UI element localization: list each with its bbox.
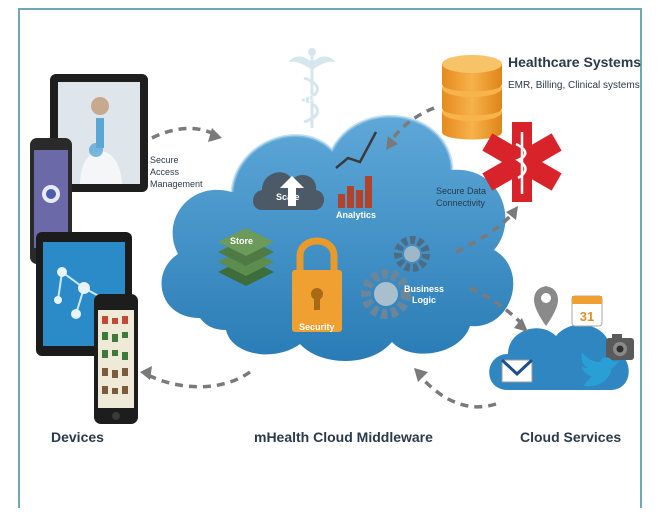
scale-label: Scale	[276, 192, 300, 202]
devices-caption: Devices	[51, 429, 104, 445]
calendar-icon: 31	[571, 295, 603, 327]
middleware-caption: mHealth Cloud Middleware	[254, 429, 433, 445]
arrow-devices-to-cloud	[151, 126, 215, 140]
star-of-life-icon	[482, 122, 562, 202]
flow-arrows	[149, 106, 522, 409]
tablet-doctor-device	[50, 74, 148, 192]
arrow-cloud-to-services	[469, 286, 522, 324]
analytics-label: Analytics	[336, 210, 376, 220]
security-label: Security	[299, 322, 335, 332]
analytics-icon: Analytics	[335, 131, 378, 220]
business-logic-label-2: Logic	[412, 295, 436, 305]
secure-access-label-2: Access	[150, 167, 180, 177]
business-logic-label-1: Business	[404, 284, 444, 294]
security-padlock-icon: Security	[292, 237, 342, 332]
store-label: Store	[230, 236, 253, 246]
smartphone-app-device	[94, 294, 138, 424]
secure-data-label-2: Connectivity	[436, 198, 486, 208]
cloud-services-caption: Cloud Services	[520, 429, 621, 445]
arrowhead-devices-to-cloud	[208, 128, 222, 142]
database-icon	[442, 55, 502, 140]
hipaa-caduceus-icon: HIPAA	[288, 48, 336, 128]
scale-icon: Scale	[253, 172, 325, 210]
mail-icon	[500, 358, 534, 383]
arrow-cloud-to-healthcare	[455, 212, 514, 254]
healthcare-systems-title: Healthcare Systems	[508, 54, 641, 70]
arrowhead-services-to-cloud	[414, 368, 428, 382]
business-logic-gears-icon: Business Logic	[361, 236, 444, 319]
secure-access-label-3: Management	[150, 179, 203, 189]
arrowhead-cloud-to-healthcare	[506, 206, 518, 220]
middleware-cloud	[161, 114, 514, 361]
secure-data-label-1: Secure Data	[436, 186, 486, 196]
store-icon: Store	[218, 228, 274, 286]
arrow-healthcare-to-cloud	[390, 106, 435, 141]
arrowhead-cloud-to-services	[514, 318, 528, 332]
arrow-services-to-cloud	[418, 374, 497, 409]
arrowhead-healthcare-to-cloud	[386, 136, 398, 150]
calendar-day: 31	[580, 309, 594, 324]
arrowhead-cloud-to-devices	[140, 366, 152, 380]
map-pin-icon	[534, 286, 558, 326]
arrow-cloud-to-devices	[149, 370, 252, 389]
twitter-bird-icon	[581, 352, 620, 387]
healthcare-systems-subtitle: EMR, Billing, Clinical systems	[508, 80, 640, 91]
arrow-heads	[140, 128, 528, 382]
camera-icon	[606, 334, 634, 360]
hipaa-text: HIPAA	[294, 92, 333, 107]
secure-access-label-1: Secure	[150, 155, 179, 165]
